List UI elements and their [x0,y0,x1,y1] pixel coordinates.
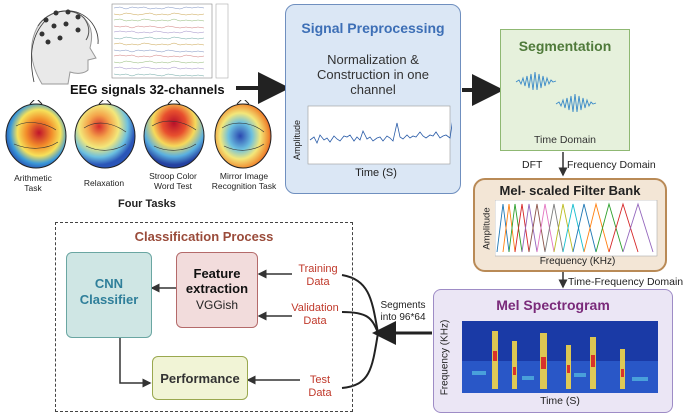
training-data-label: Training Data [298,263,338,288]
cnn-classifier-box [66,252,152,338]
task-label-arithmetic: Arithmetic Task [14,173,52,193]
head-with-electrodes-icon [30,9,99,85]
eeg-title: EEG signals 32-channels [70,82,225,97]
classification-frame [55,222,353,412]
validation-data-label: Validation Data [291,302,339,327]
performance-label: Performance [160,371,240,386]
segmentation-title: Segmentation [518,38,612,54]
segmentation-caption: Time Domain [533,134,597,146]
eeg-traces [111,3,229,79]
spectrogram-title: Mel Spectrogram [496,297,610,313]
preprocessing-xlabel: Time (S) [355,167,397,179]
segments-label: Segments into 96*64 [380,300,426,323]
topographic-heads [5,97,272,169]
topo-arithmetic [5,97,67,169]
eeg-signal-plot [110,0,230,80]
task-label-mirror: Mirror Image Recognition Task [211,171,277,191]
spectrogram-heatmap [462,321,658,393]
feature-extraction-title: Feature extraction [185,266,249,296]
segmentation-waveforms [512,60,620,120]
feature-extraction-sub: VGGish [195,298,238,312]
arrow-cnn-to-performance [119,338,152,388]
cnn-classifier-label: CNN Classifier [79,276,139,307]
topo-maps [2,97,272,170]
feature-extraction-box [176,252,258,328]
filterbank-ylabel: Amplitude [481,207,493,250]
spectrogram-xlabel: Time (S) [540,395,580,407]
task-label-relaxation: Relaxation [83,178,125,188]
head-illustration [20,4,102,86]
triangular-filters [494,199,658,257]
spectrogram-ylabel: Frequency (KHz) [439,319,451,396]
test-data-label: Test Data [308,374,332,399]
bracket-to-training [341,274,379,334]
spectrogram-image [462,321,658,393]
bracket-to-validation [341,311,379,334]
preprocessing-description: Normalization & Construction in one chan… [316,52,429,97]
classification-title: Classification Process [134,229,274,244]
performance-box [152,356,248,400]
preprocessing-plot [300,104,470,184]
preprocessing-title: Signal Preprocessing [301,20,445,36]
preprocessing-ylabel: Amplitude [292,119,302,161]
topo-mirror [214,97,272,169]
task-label-stroop: Stroop Color Word Test [149,171,197,191]
time-frequency-domain-label: Time-Frequency Domain [568,276,684,288]
single-channel-signal [307,105,470,165]
frequency-domain-label: Frequency Domain [567,159,656,171]
dft-label: DFT [522,159,543,171]
bracket-to-test [341,332,379,389]
filterbank-xlabel: Frequency (KHz) [539,256,616,267]
filterbank-title: Mel- scaled Filter Bank [499,183,641,198]
waveform-segments [515,71,597,113]
topo-stroop [143,97,205,169]
filterbank-plot [494,199,660,258]
tasks-heading: Four Tasks [118,198,176,210]
topo-relaxation [74,97,136,169]
segmentation-box [500,29,630,151]
